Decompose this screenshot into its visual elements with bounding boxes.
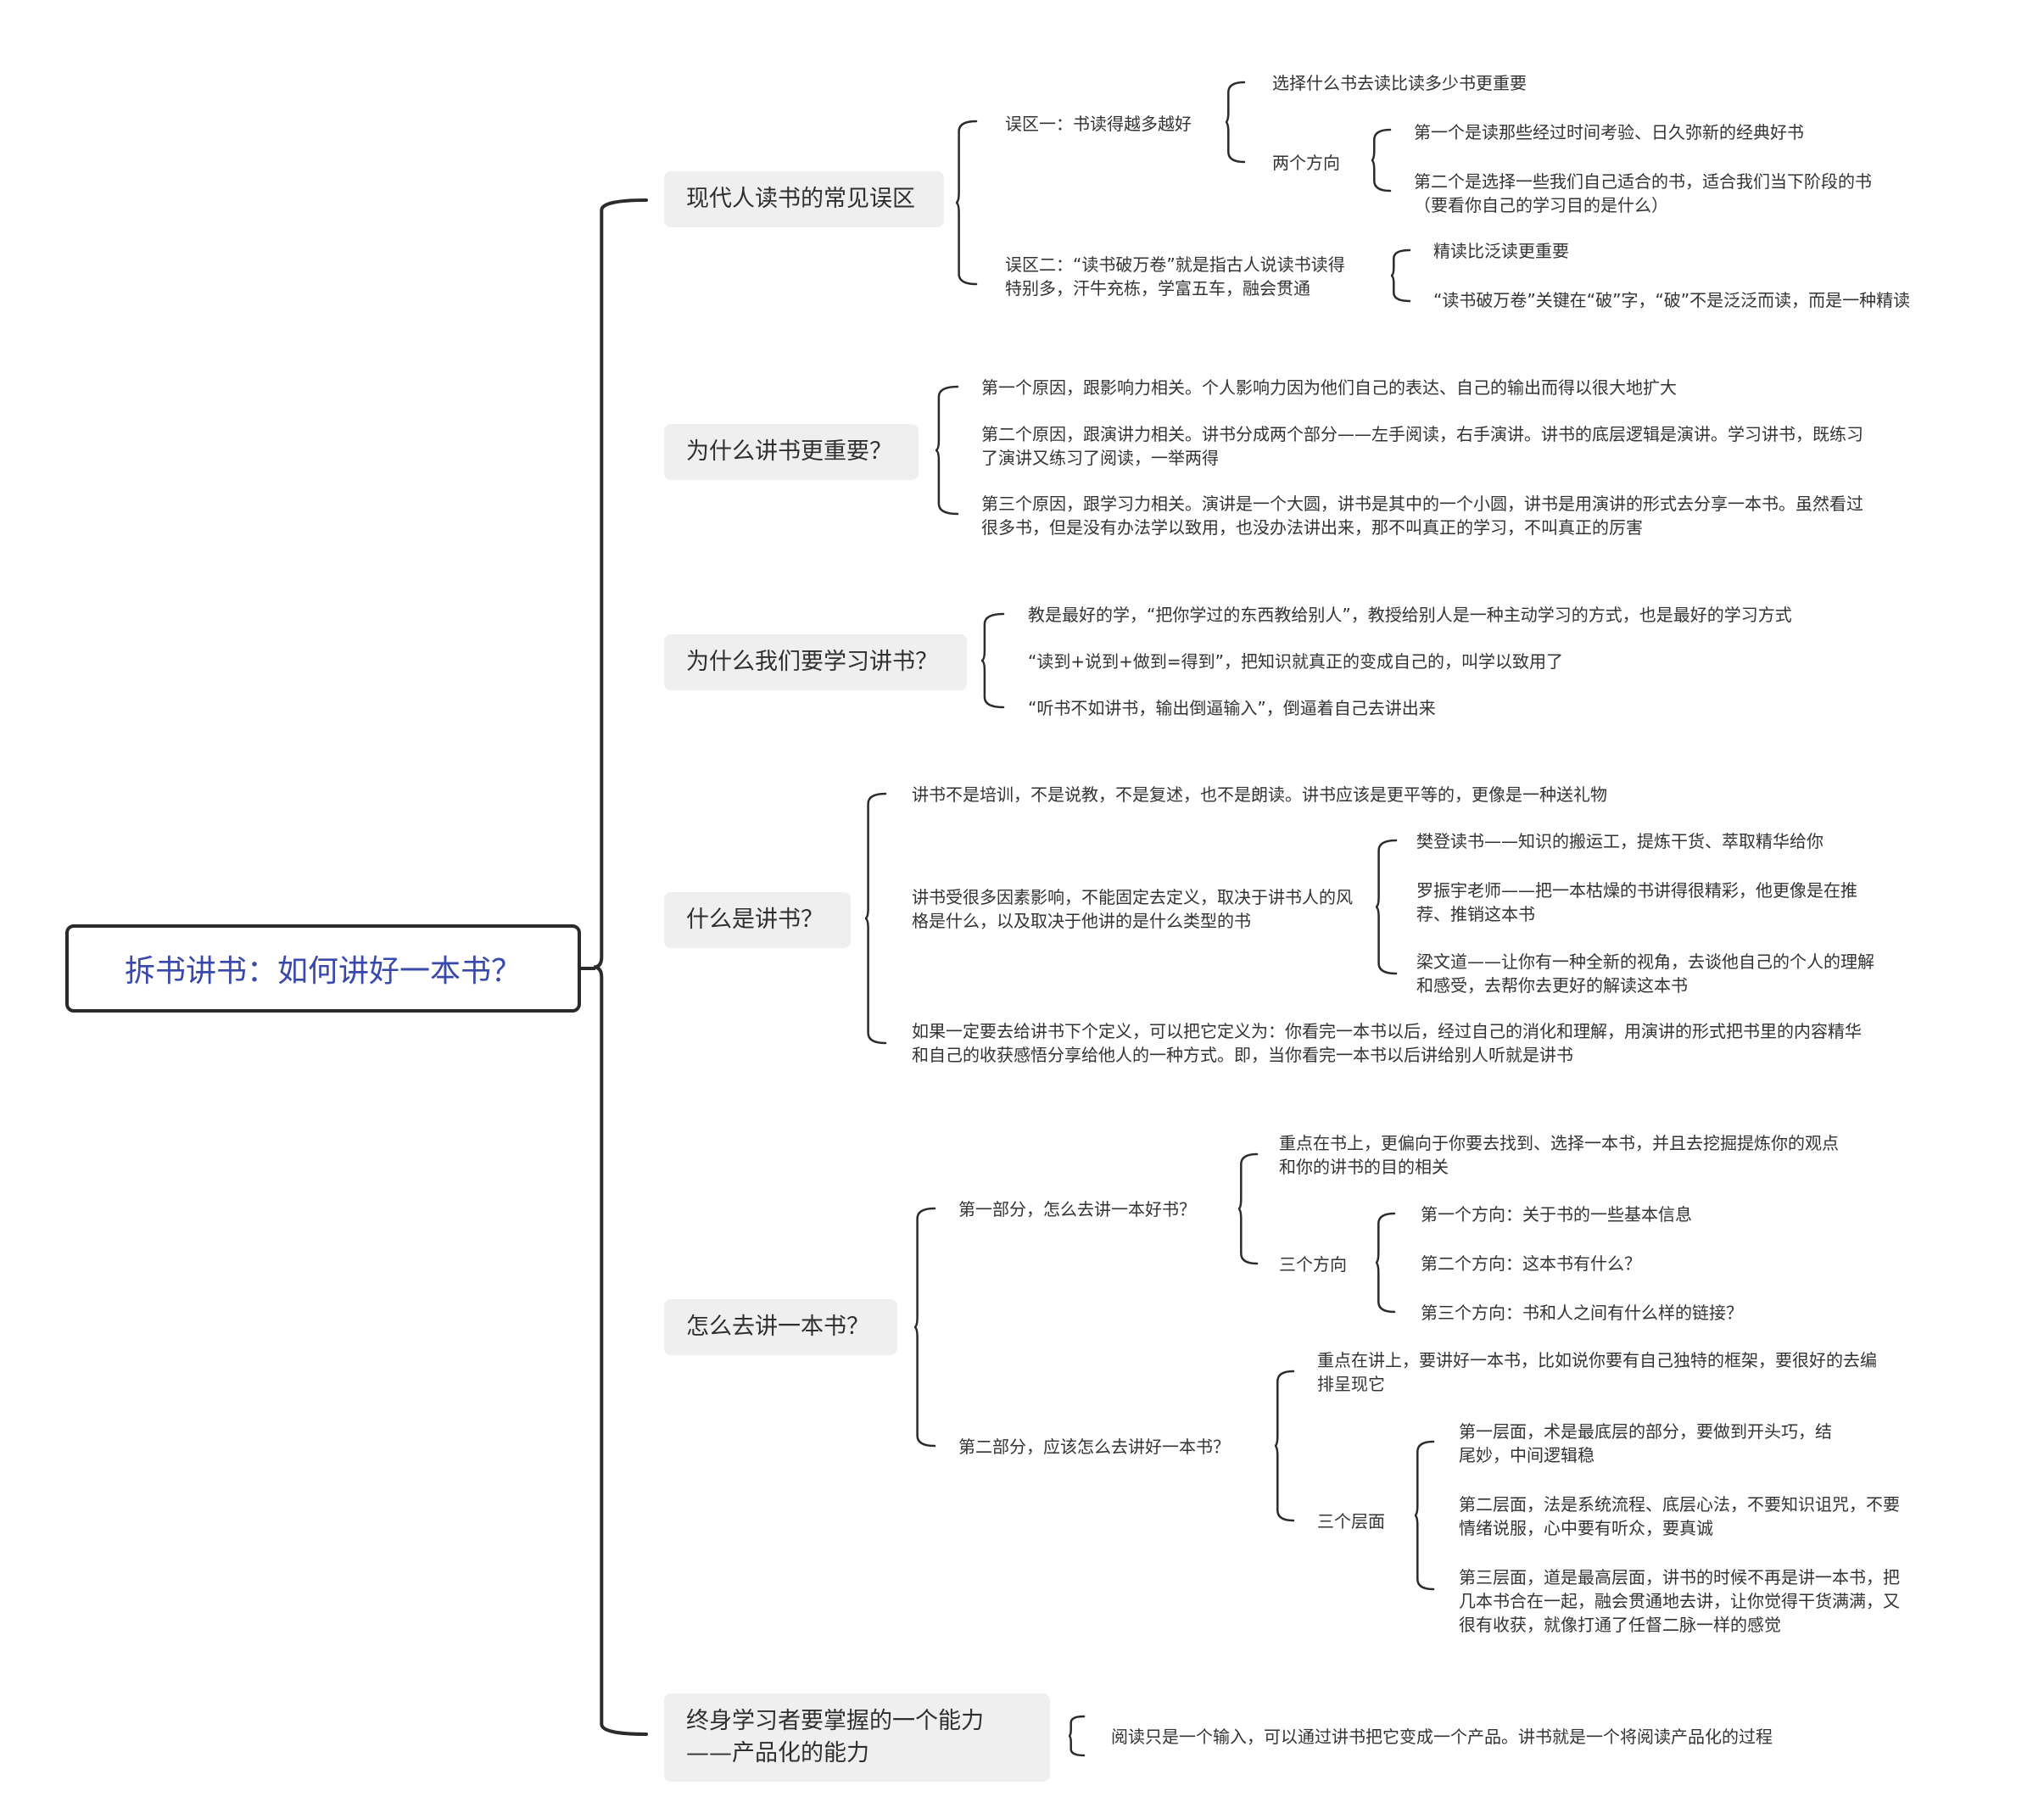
- brace-three-directions: [1375, 1212, 1396, 1314]
- node-direction-1[interactable]: 第一个方向：关于书的一些基本信息: [1421, 1204, 1692, 1225]
- topic-reading-misconceptions[interactable]: 现代人读书的常见误区: [664, 171, 944, 227]
- topic-label: 为什么我们要学习讲书？: [686, 649, 938, 675]
- brace-topic-1: [935, 385, 959, 516]
- node-suitable-books[interactable]: 第二个是选择一些我们自己适合的书，适合我们当下阶段的书（要看你自己的学习目的是什…: [1414, 171, 1872, 215]
- node-classic-books[interactable]: 第一个是读那些经过时间考验、日久弥新的经典好书: [1414, 122, 1804, 142]
- node-reason-influence[interactable]: 第一个原因，跟影响力相关。个人影响力因为他们自己的表达、自己的输出而得以很大地扩…: [981, 377, 1677, 398]
- topic-label: 终身学习者要掌握的一个能力——产品化的能力: [686, 1708, 984, 1766]
- node-read-say-do[interactable]: “读到+说到+做到=得到”，把知识就真正的变成自己的，叫学以致用了: [1028, 651, 1563, 672]
- node-direction-3[interactable]: 第三个方向：书和人之间有什么样的链接？: [1421, 1303, 1743, 1323]
- node-choose-book-matters[interactable]: 选择什么书去读比读多少书更重要: [1272, 73, 1527, 93]
- node-misconception-2[interactable]: 误区二：“读书破万卷”就是指古人说读书读得特别多，汗牛充栋，学富五车，融会贯通: [1005, 254, 1345, 299]
- node-reason-speech[interactable]: 第二个原因，跟演讲力相关。讲书分成两个部分——左手阅读，右手演讲。讲书的底层逻辑…: [981, 424, 1863, 468]
- topic-why-telling-matters[interactable]: 为什么讲书更重要？: [664, 424, 919, 480]
- node-not-training[interactable]: 讲书不是培训，不是说教，不是复述，也不是朗读。讲书应该是更平等的，更像是一种送礼…: [912, 784, 1607, 805]
- node-three-levels[interactable]: 三个层面: [1317, 1511, 1385, 1532]
- brace-misconception-1: [1225, 81, 1246, 164]
- brace-misconception-2: [1390, 248, 1411, 303]
- brace-topic-0: [955, 120, 978, 286]
- node-reading-as-product[interactable]: 阅读只是一个输入，可以通过讲书把它变成一个产品。讲书就是一个将阅读产品化的过程: [1111, 1727, 1773, 1747]
- brace-topic-3: [864, 792, 887, 1045]
- node-three-directions[interactable]: 三个方向: [1279, 1254, 1347, 1275]
- node-misconception-1[interactable]: 误区一：书读得越多越好: [1005, 114, 1192, 134]
- topic-why-learn-telling[interactable]: 为什么我们要学习讲书？: [664, 634, 967, 690]
- node-definition[interactable]: 如果一定要去给讲书下个定义，可以把它定义为：你看完一本书以后，经过自己的消化和理…: [912, 1021, 1862, 1065]
- node-two-directions[interactable]: 两个方向: [1272, 153, 1340, 173]
- topic-what-is-telling[interactable]: 什么是讲书？: [664, 892, 851, 948]
- node-level-3[interactable]: 第三层面，道是最高层面，讲书的时候不再是讲一本书，把几本书合在一起，融会贯通地去…: [1459, 1567, 1900, 1635]
- brace-two-directions: [1371, 128, 1392, 193]
- node-output-forces-input[interactable]: “听书不如讲书，输出倒逼输入”，倒逼着自己去讲出来: [1028, 698, 1436, 718]
- node-level-2[interactable]: 第二层面，法是系统流程、底层心法，不要知识诅咒，不要情绪说服，心中要有听众，要真…: [1459, 1494, 1900, 1538]
- root-topic-title: 拆书讲书：如何讲好一本书？: [124, 954, 522, 989]
- node-part-two[interactable]: 第二部分，应该怎么去讲好一本书？: [958, 1437, 1230, 1457]
- topic-label: 为什么讲书更重要？: [686, 438, 892, 465]
- topic-lifelong-learner-ability[interactable]: 终身学习者要掌握的一个能力——产品化的能力: [664, 1693, 1050, 1782]
- node-fandeng[interactable]: 樊登读书——知识的搬运工，提炼干货、萃取精华给你: [1416, 831, 1823, 851]
- node-part-one[interactable]: 第一部分，怎么去讲一本好书？: [958, 1199, 1196, 1219]
- node-level-1[interactable]: 第一层面，术是最底层的部分，要做到开头巧，结尾妙，中间逻辑稳: [1459, 1421, 1832, 1465]
- root-topic[interactable]: 拆书讲书：如何讲好一本书？: [65, 924, 581, 1013]
- node-focus-on-book[interactable]: 重点在书上，更偏向于你要去找到、选择一本书，并且去挖掘提炼你的观点和你的讲书的目…: [1279, 1133, 1839, 1177]
- brace-topic-2: [980, 612, 1005, 709]
- topic-label: 现代人读书的常见误区: [686, 186, 915, 212]
- node-reason-learning[interactable]: 第三个原因，跟学习力相关。演讲是一个大圆，讲书是其中的一个小圆，讲书是用演讲的形…: [981, 494, 1863, 538]
- brace-many-factors: [1375, 839, 1398, 975]
- brace-three-levels: [1414, 1440, 1435, 1591]
- node-many-factors[interactable]: 讲书受很多因素影响，不能固定去定义，取决于讲书人的风格是什么，以及取决于他讲的是…: [912, 887, 1353, 931]
- brace-topic-4: [913, 1207, 936, 1448]
- node-luozhenyu[interactable]: 罗振宇老师——把一本枯燥的书讲得很精彩，他更像是在推荐、推销这本书: [1416, 880, 1857, 924]
- node-po-character[interactable]: “读书破万卷”关键在“破”字，“破”不是泛泛而读，而是一种精读: [1433, 290, 1911, 310]
- node-intensive-reading[interactable]: 精读比泛读更重要: [1433, 241, 1569, 261]
- brace-part-one: [1237, 1152, 1259, 1265]
- root-brace: [593, 198, 648, 1736]
- topic-label: 怎么去讲一本书？: [686, 1314, 869, 1340]
- brace-topic-5: [1068, 1715, 1086, 1757]
- node-liangwendao[interactable]: 梁文道——让你有一种全新的视角，去谈他自己的个人的理解和感受，去帮你去更好的解读…: [1416, 951, 1874, 996]
- brace-part-two: [1274, 1370, 1295, 1522]
- node-direction-2[interactable]: 第二个方向：这本书有什么？: [1421, 1253, 1641, 1274]
- topic-label: 什么是讲书？: [686, 907, 824, 933]
- node-focus-on-telling[interactable]: 重点在讲上，要讲好一本书，比如说你要有自己独特的框架，要很好的去编排呈现它: [1317, 1350, 1877, 1394]
- node-teach-best-learn[interactable]: 教是最好的学，“把你学过的东西教给别人”，教授给别人是一种主动学习的方式，也是最…: [1028, 605, 1792, 625]
- topic-how-to-tell[interactable]: 怎么去讲一本书？: [664, 1299, 897, 1355]
